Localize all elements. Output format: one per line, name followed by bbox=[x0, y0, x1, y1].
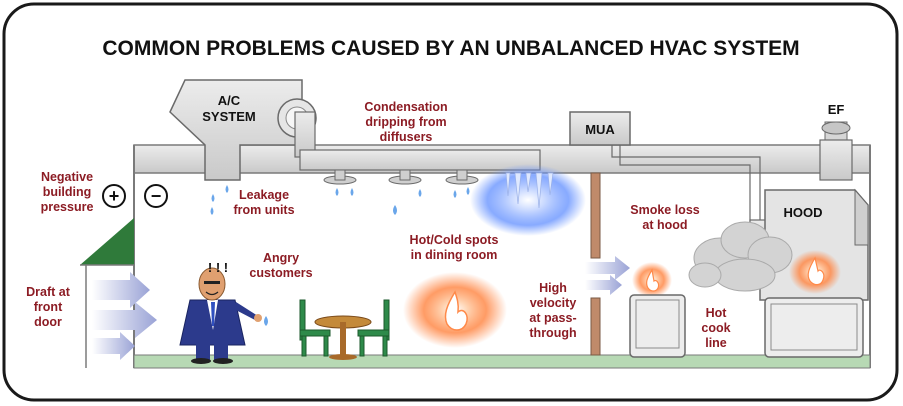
exclamation-marks: ! ! ! bbox=[208, 260, 228, 275]
flame-icon bbox=[444, 290, 468, 331]
smoke-loss-line2: at hood bbox=[642, 218, 687, 232]
smoke-cloud bbox=[688, 221, 793, 292]
water-drops bbox=[210, 185, 470, 326]
condensation-line2: dripping from bbox=[365, 115, 446, 129]
hot-cook-line3: line bbox=[705, 336, 727, 350]
ac-label-line2: SYSTEM bbox=[202, 109, 255, 124]
cold-spot bbox=[470, 164, 586, 236]
water-drop-icon bbox=[453, 190, 457, 198]
ac-system-unit bbox=[169, 79, 541, 185]
negative-pressure-line2: building bbox=[43, 185, 92, 199]
draft-line3: door bbox=[34, 315, 62, 329]
partition-wall-upper bbox=[590, 172, 601, 259]
passthrough-arrows bbox=[585, 256, 630, 295]
leakage-line1: Leakage bbox=[239, 188, 289, 202]
angry-customer-figure bbox=[179, 267, 262, 364]
exhaust-fan bbox=[819, 121, 853, 181]
water-drop-icon bbox=[350, 188, 354, 196]
hood-label: HOOD bbox=[784, 205, 823, 220]
supply-duct bbox=[299, 149, 541, 171]
leakage-line2: from units bbox=[233, 203, 294, 217]
water-drop-icon bbox=[466, 187, 470, 195]
door-roof bbox=[80, 218, 134, 265]
high-velocity-line4: through bbox=[529, 326, 576, 340]
hot-cook-line1: Hot bbox=[706, 306, 728, 320]
water-drop-icon bbox=[211, 194, 215, 202]
dining-table bbox=[299, 299, 390, 360]
draft-arrows bbox=[92, 272, 157, 360]
cook-line-equipment bbox=[629, 294, 864, 358]
negative-pressure-line3: pressure bbox=[41, 200, 94, 214]
hot-cook-line2: cook bbox=[701, 321, 730, 335]
minus-sign: − bbox=[151, 186, 162, 206]
partition-wall-lower bbox=[590, 297, 601, 356]
draft-line2: front bbox=[34, 300, 63, 314]
high-velocity-line3: at pass- bbox=[529, 311, 576, 325]
high-velocity-line2: velocity bbox=[530, 296, 577, 310]
high-velocity-line1: High bbox=[539, 281, 567, 295]
ac-label-line1: A/C bbox=[218, 93, 241, 108]
flame-icon bbox=[646, 268, 660, 292]
water-drop-icon bbox=[335, 188, 339, 196]
plus-sign-icon bbox=[102, 184, 126, 208]
water-drop-icon bbox=[210, 207, 214, 215]
draft-line1: Draft at bbox=[26, 285, 71, 299]
hot-cold-line2: in dining room bbox=[411, 248, 498, 262]
icicles-icon bbox=[505, 172, 554, 209]
negative-pressure-line1: Negative bbox=[41, 170, 93, 184]
minus-sign-icon bbox=[144, 184, 168, 208]
mua-label: MUA bbox=[585, 122, 615, 137]
page-title: COMMON PROBLEMS CAUSED BY AN UNBALANCED … bbox=[102, 37, 799, 60]
floor bbox=[133, 354, 871, 369]
smoke-loss-line1: Smoke loss bbox=[630, 203, 700, 217]
front-door bbox=[80, 218, 134, 368]
condensation-line3: diffusers bbox=[380, 130, 433, 144]
angry-customers-line2: customers bbox=[249, 266, 312, 280]
water-drop-icon bbox=[225, 185, 229, 193]
water-drop-icon bbox=[264, 316, 268, 326]
ef-label: EF bbox=[828, 102, 845, 117]
condensation-line1: Condensation bbox=[364, 100, 447, 114]
water-drop-icon bbox=[393, 205, 397, 215]
hot-cold-line1: Hot/Cold spots bbox=[410, 233, 499, 247]
water-drop-icon bbox=[418, 189, 422, 197]
flame-icon bbox=[807, 256, 825, 286]
plus-sign: + bbox=[109, 186, 120, 206]
angry-customers-line1: Angry bbox=[263, 251, 299, 265]
